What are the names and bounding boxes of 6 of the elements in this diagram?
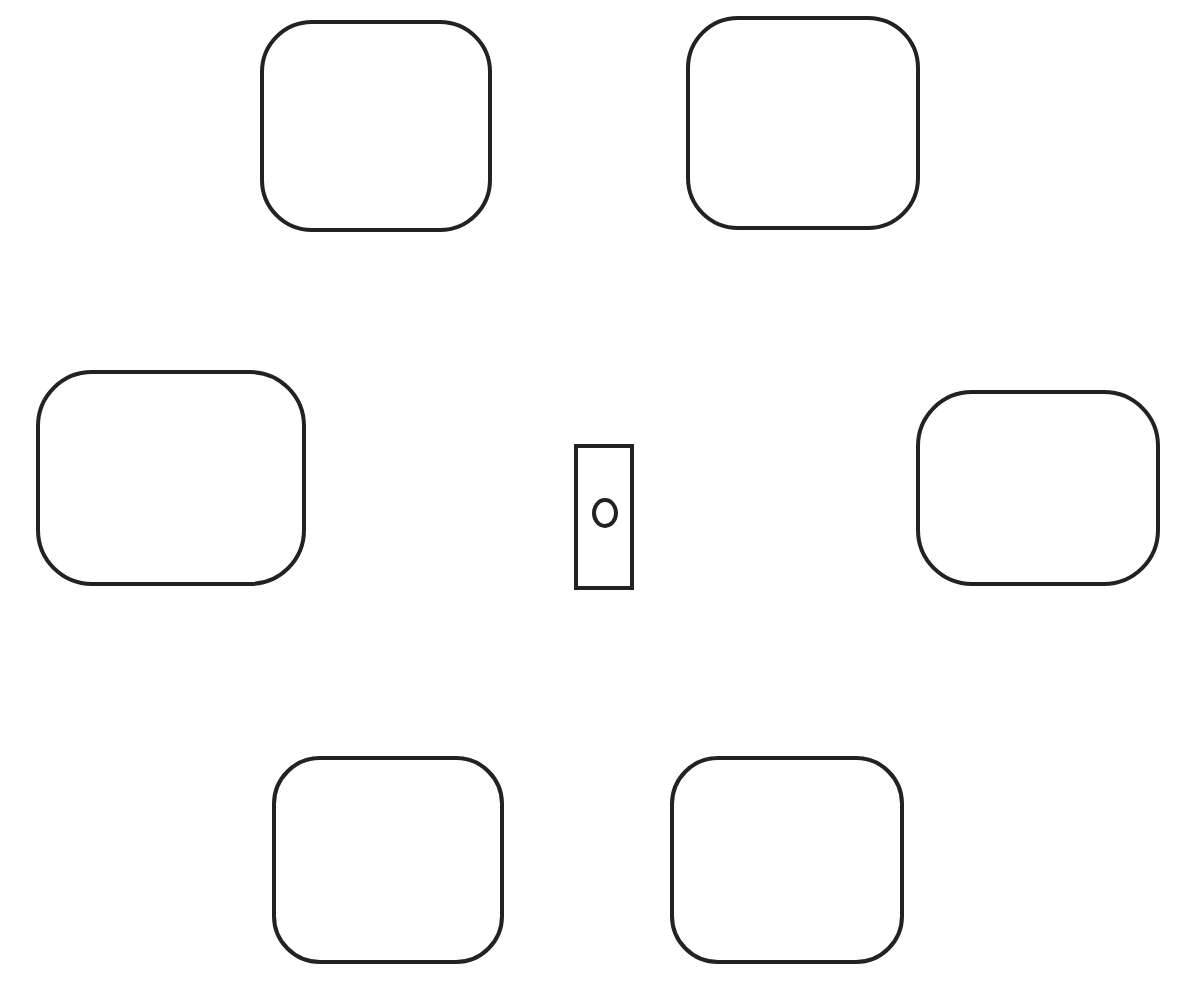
- circle-mark: [592, 498, 618, 528]
- rounded-square: [686, 16, 920, 230]
- rounded-square: [260, 20, 492, 232]
- rounded-square: [670, 756, 904, 964]
- rounded-square: [272, 756, 504, 964]
- rectangle-frame: [574, 444, 634, 590]
